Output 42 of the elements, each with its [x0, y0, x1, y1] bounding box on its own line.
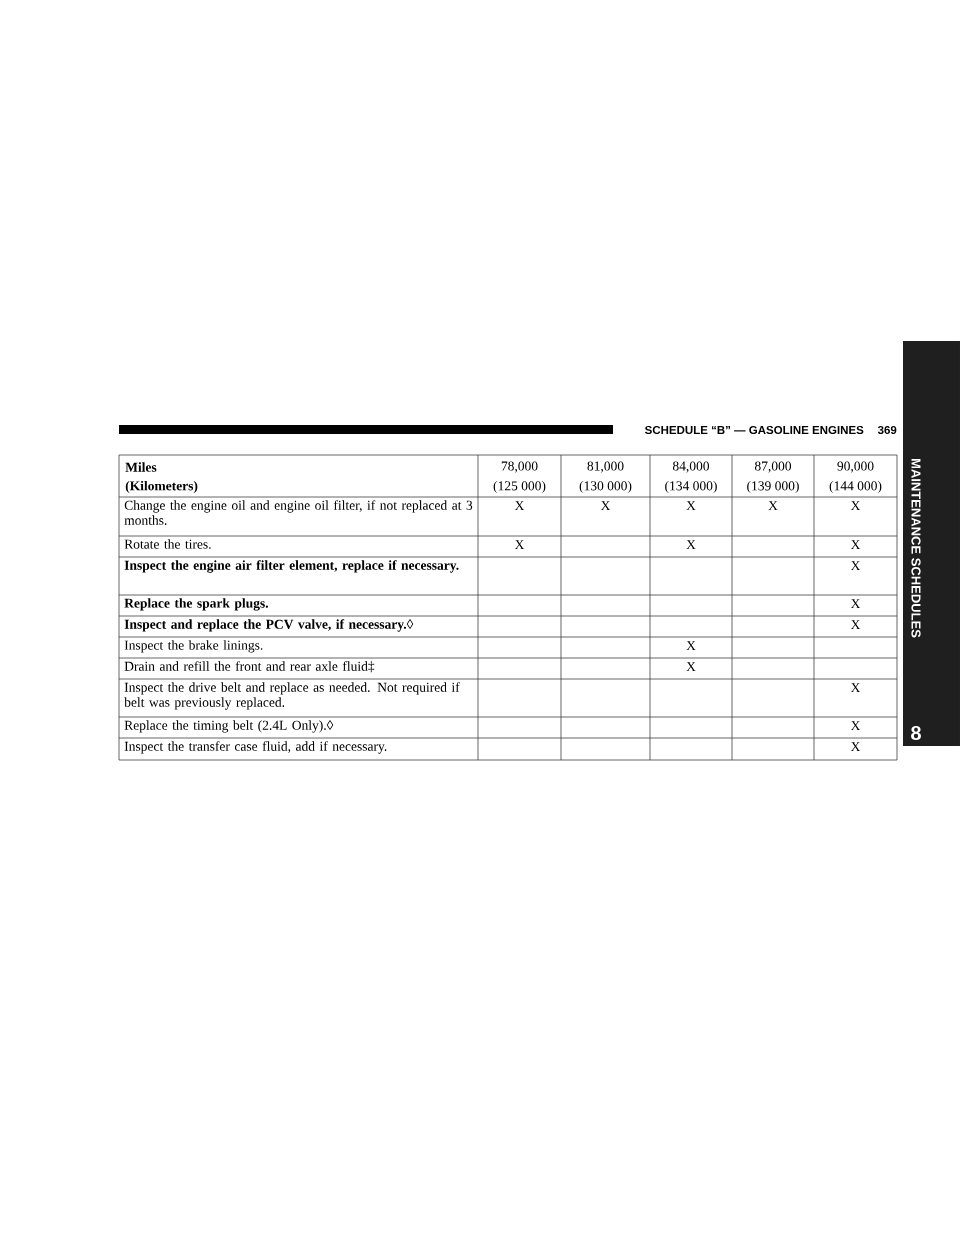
- task-text: Inspect and replace the PCV valve, if necessary.◊: [124, 619, 414, 632]
- column-header: 84,000: [672, 461, 710, 473]
- schedule-mark: X: [850, 561, 861, 571]
- task-text: Inspect the brake linings.: [124, 640, 263, 653]
- task-text: Replace the timing belt (2.4L Only).◊: [124, 720, 334, 733]
- schedule-mark: X: [514, 501, 525, 511]
- column-header: 90,000: [837, 461, 874, 473]
- schedule-mark: X: [850, 540, 861, 550]
- schedule-mark: X: [850, 742, 861, 752]
- task-text: Inspect the drive belt and replace as needed. Not required if belt was previously replaced.: [124, 682, 460, 710]
- schedule-mark: X: [850, 683, 861, 693]
- schedule-mark: X: [850, 599, 861, 609]
- column-header: (139 000): [747, 480, 799, 494]
- schedule-mark: X: [850, 620, 861, 630]
- column-header: (144 000): [829, 480, 882, 494]
- schedule-mark: X: [686, 501, 696, 511]
- header-title: SCHEDULE “B” — GASOLINE ENGINES: [644, 425, 864, 435]
- schedule-mark: X: [850, 501, 861, 511]
- task-text: Change the engine oil and engine oil filter, if not replaced at 3 months.: [124, 500, 473, 525]
- schedule-mark: X: [686, 641, 696, 651]
- page-number: 369: [877, 425, 897, 435]
- schedule-mark: X: [686, 540, 696, 550]
- schedule-mark: X: [850, 721, 861, 731]
- column-header: Miles: [125, 462, 157, 472]
- column-header: (130 000): [579, 480, 632, 494]
- column-header: (Kilometers): [125, 480, 198, 494]
- schedule-mark: X: [686, 662, 696, 672]
- schedule-mark: X: [514, 540, 525, 550]
- schedule-mark: X: [768, 501, 778, 511]
- schedule-mark: X: [600, 501, 611, 511]
- column-header: (125 000): [493, 480, 546, 494]
- column-header: 81,000: [587, 461, 624, 473]
- column-header: 78,000: [501, 461, 538, 473]
- tab-label: MAINTENANCE SCHEDULES: [911, 458, 921, 638]
- column-header: (134 000): [665, 480, 717, 494]
- task-text: Drain and refill the front and rear axle fluid‡: [124, 661, 375, 673]
- task-text: Rotate the tires.: [124, 539, 211, 549]
- task-text: Replace the spark plugs.: [124, 598, 268, 611]
- task-text: Inspect the engine air filter element, replace if necessary.: [124, 560, 459, 573]
- chapter-number: 8: [911, 725, 921, 741]
- task-text: Inspect the transfer case fluid, add if necessary.: [124, 741, 387, 754]
- column-header: 87,000: [754, 461, 792, 473]
